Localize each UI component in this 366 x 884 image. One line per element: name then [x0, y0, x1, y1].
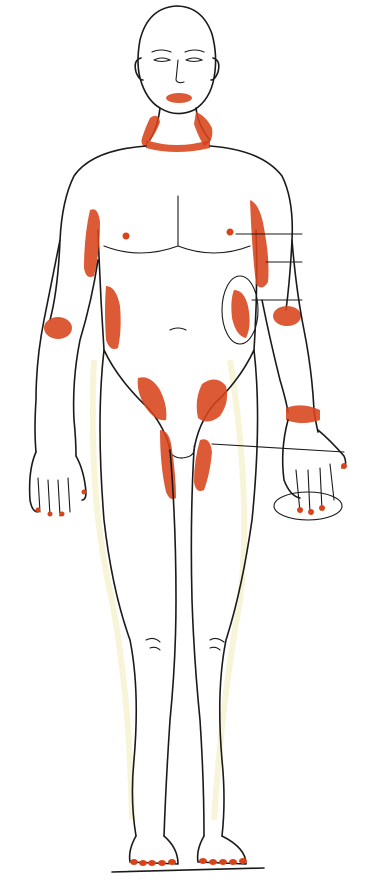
torso-right-outline — [210, 146, 292, 310]
toe-mark-8 — [219, 859, 227, 865]
toe-mark-10 — [239, 858, 247, 864]
left-knee — [146, 638, 160, 650]
legs — [100, 350, 258, 836]
pointer-line-groin — [212, 444, 344, 452]
toe-mark-2 — [139, 860, 147, 866]
left-arm — [30, 240, 98, 517]
toe-mark-6 — [199, 858, 207, 864]
ground-line — [112, 868, 264, 872]
left-thumb-tip — [82, 490, 87, 495]
feet — [112, 836, 264, 872]
left-brow — [152, 50, 171, 52]
toe-mark-3 — [148, 860, 156, 866]
left-groin-mark — [138, 377, 167, 420]
right-fingertip-2 — [308, 509, 314, 515]
right-knee — [210, 638, 224, 650]
right-fingertip-3 — [319, 505, 325, 511]
right-eye — [186, 58, 202, 62]
toe-mark-5 — [168, 859, 176, 865]
right-brow — [185, 50, 204, 52]
left-fingertip-3 — [60, 512, 65, 517]
toe-mark-4 — [158, 860, 166, 866]
right-wrist-mark — [286, 405, 320, 423]
chest-line — [104, 246, 250, 253]
right-thumb-tip — [341, 463, 347, 469]
right-fingertip-1 — [297, 507, 303, 513]
left-armpit-line — [98, 230, 104, 350]
nose — [176, 60, 184, 83]
left-arm-outer — [35, 240, 60, 452]
left-leg-inner — [164, 450, 176, 836]
right-fingers — [296, 464, 334, 514]
right-groin-mark — [197, 379, 227, 421]
mouth-mark — [166, 93, 192, 103]
right-nipple — [227, 229, 234, 236]
right-arm — [262, 240, 347, 520]
neck-mark-collar — [146, 140, 210, 152]
left-elbow-mark — [44, 317, 72, 339]
left-eye — [154, 58, 170, 62]
left-fingertip-2 — [48, 512, 53, 517]
right-arm-outer — [292, 240, 318, 432]
right-elbow-mark — [273, 306, 301, 326]
annotation-lines — [212, 234, 344, 452]
navel — [170, 328, 186, 330]
right-hand — [283, 420, 346, 498]
left-fingers — [38, 478, 70, 516]
left-fingertip-1 — [36, 508, 41, 513]
head — [135, 6, 219, 114]
toe-mark-1 — [130, 859, 138, 865]
right-fingertips-oval — [274, 492, 342, 520]
torso — [50, 146, 292, 458]
right-flank-mark — [231, 290, 249, 338]
left-chest-side-mark — [105, 286, 121, 349]
left-nipple — [123, 233, 130, 240]
neck — [142, 108, 213, 152]
right-inner-thigh-mark — [194, 439, 212, 491]
toe-mark-9 — [229, 859, 237, 865]
right-leg-inner — [191, 450, 204, 836]
toe-mark-7 — [209, 859, 217, 865]
right-chest-side-mark — [250, 200, 269, 288]
